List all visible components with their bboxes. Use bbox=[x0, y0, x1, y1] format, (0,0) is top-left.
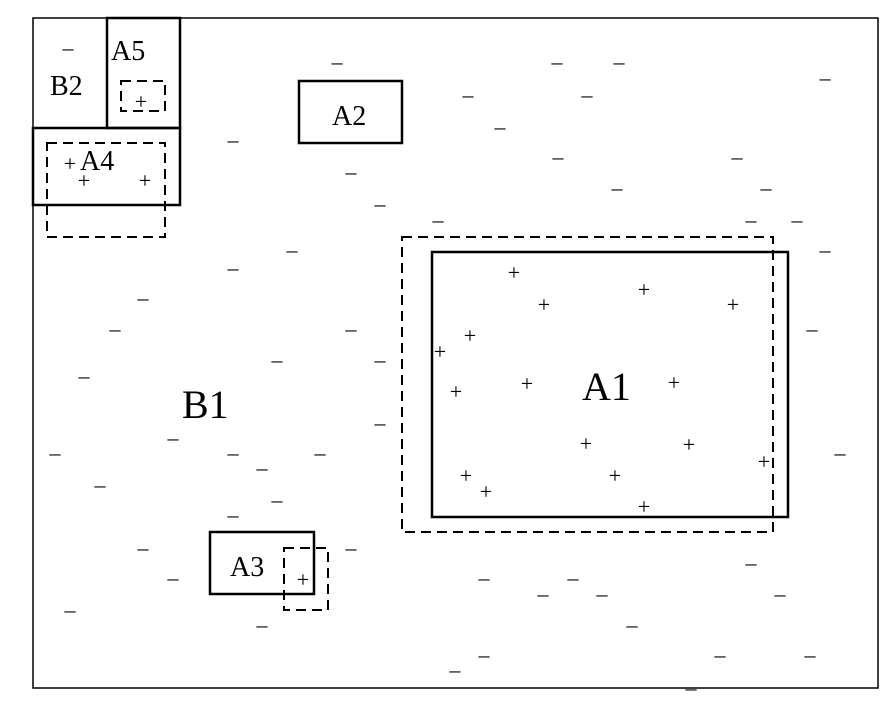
box-a4-dashed bbox=[46, 142, 166, 238]
negative-sample: – bbox=[374, 191, 387, 216]
positive-sample: + bbox=[78, 168, 90, 193]
negative-sample: – bbox=[804, 642, 817, 667]
label-a4: A4 bbox=[80, 146, 114, 177]
box-a3-dashed bbox=[283, 547, 329, 611]
negative-sample: – bbox=[449, 657, 462, 682]
negative-sample: – bbox=[551, 49, 564, 74]
negative-sample: – bbox=[345, 159, 358, 184]
negative-sample: – bbox=[745, 207, 758, 232]
negative-sample: – bbox=[137, 535, 150, 560]
negative-sample: – bbox=[745, 550, 758, 575]
negative-sample: – bbox=[286, 237, 299, 262]
box-a1 bbox=[430, 250, 790, 519]
positive-sample: + bbox=[135, 89, 147, 114]
positive-sample: + bbox=[521, 371, 533, 396]
box-a5 bbox=[105, 16, 182, 130]
positive-sample: + bbox=[297, 567, 309, 592]
negative-sample: – bbox=[626, 612, 639, 637]
negative-sample: – bbox=[94, 472, 107, 497]
positive-sample: + bbox=[480, 479, 492, 504]
negative-sample: – bbox=[714, 642, 727, 667]
negative-sample: – bbox=[611, 175, 624, 200]
label-b1: B1 bbox=[182, 382, 229, 427]
positive-sample: + bbox=[609, 463, 621, 488]
negative-sample: – bbox=[567, 565, 580, 590]
box-a3 bbox=[208, 530, 316, 596]
positive-sample: + bbox=[139, 168, 151, 193]
negative-sample: – bbox=[462, 82, 475, 107]
negative-samples: ––––––––––––––––––––––––––––––––––––––––… bbox=[49, 35, 847, 700]
negative-sample: – bbox=[552, 144, 565, 169]
negative-sample: – bbox=[167, 425, 180, 450]
negative-sample: – bbox=[731, 144, 744, 169]
negative-sample: – bbox=[62, 35, 75, 60]
negative-sample: – bbox=[167, 565, 180, 590]
positive-sample: + bbox=[580, 431, 592, 456]
positive-sample: + bbox=[64, 151, 76, 176]
negative-sample: – bbox=[774, 581, 787, 606]
positive-sample: + bbox=[538, 292, 550, 317]
negative-sample: – bbox=[374, 410, 387, 435]
positive-sample: + bbox=[508, 260, 520, 285]
negative-sample: – bbox=[791, 207, 804, 232]
negative-sample: – bbox=[806, 316, 819, 341]
positive-samples: +++++++++++++++++++++ bbox=[64, 89, 770, 592]
label-a5: A5 bbox=[111, 36, 145, 67]
positive-sample: + bbox=[727, 292, 739, 317]
box-a5-dashed bbox=[120, 80, 166, 112]
positive-sample: + bbox=[464, 323, 476, 348]
negative-sample: – bbox=[537, 581, 550, 606]
negative-sample: – bbox=[478, 565, 491, 590]
negative-sample: – bbox=[478, 642, 491, 667]
negative-sample: – bbox=[834, 440, 847, 465]
positive-sample: + bbox=[460, 463, 472, 488]
negative-sample: – bbox=[227, 255, 240, 280]
negative-sample: – bbox=[760, 175, 773, 200]
negative-sample: – bbox=[494, 114, 507, 139]
negative-sample: – bbox=[596, 581, 609, 606]
negative-sample: – bbox=[64, 597, 77, 622]
negative-sample: – bbox=[271, 347, 284, 372]
positive-sample: + bbox=[638, 277, 650, 302]
negative-sample: – bbox=[345, 316, 358, 341]
negative-sample: – bbox=[227, 127, 240, 152]
negative-sample: – bbox=[314, 440, 327, 465]
box-a1-dashed bbox=[401, 236, 774, 533]
positive-sample: + bbox=[668, 370, 680, 395]
negative-sample: – bbox=[374, 347, 387, 372]
negative-sample: – bbox=[581, 82, 594, 107]
negative-sample: – bbox=[256, 455, 269, 480]
box-a2 bbox=[297, 79, 404, 145]
negative-sample: – bbox=[819, 237, 832, 262]
negative-sample: – bbox=[49, 440, 62, 465]
outer-boundary bbox=[32, 17, 879, 689]
negative-sample: – bbox=[345, 535, 358, 560]
negative-sample: – bbox=[685, 675, 698, 700]
negative-sample: – bbox=[137, 285, 150, 310]
negative-sample: – bbox=[613, 49, 626, 74]
negative-sample: – bbox=[271, 487, 284, 512]
label-a2: A2 bbox=[332, 101, 366, 132]
negative-sample: – bbox=[432, 207, 445, 232]
label-a3: A3 bbox=[230, 552, 264, 583]
negative-sample: – bbox=[227, 440, 240, 465]
negative-sample: – bbox=[331, 49, 344, 74]
negative-sample: – bbox=[227, 502, 240, 527]
label-a1: A1 bbox=[582, 364, 631, 409]
positive-sample: + bbox=[434, 339, 446, 364]
label-b2: B2 bbox=[50, 71, 83, 102]
positive-sample: + bbox=[758, 449, 770, 474]
negative-sample: – bbox=[109, 316, 122, 341]
positive-sample: + bbox=[638, 494, 650, 519]
negative-sample: – bbox=[256, 612, 269, 637]
negative-sample: – bbox=[819, 65, 832, 90]
positive-sample: + bbox=[450, 379, 462, 404]
positive-sample: + bbox=[683, 432, 695, 457]
negative-sample: – bbox=[78, 363, 91, 388]
